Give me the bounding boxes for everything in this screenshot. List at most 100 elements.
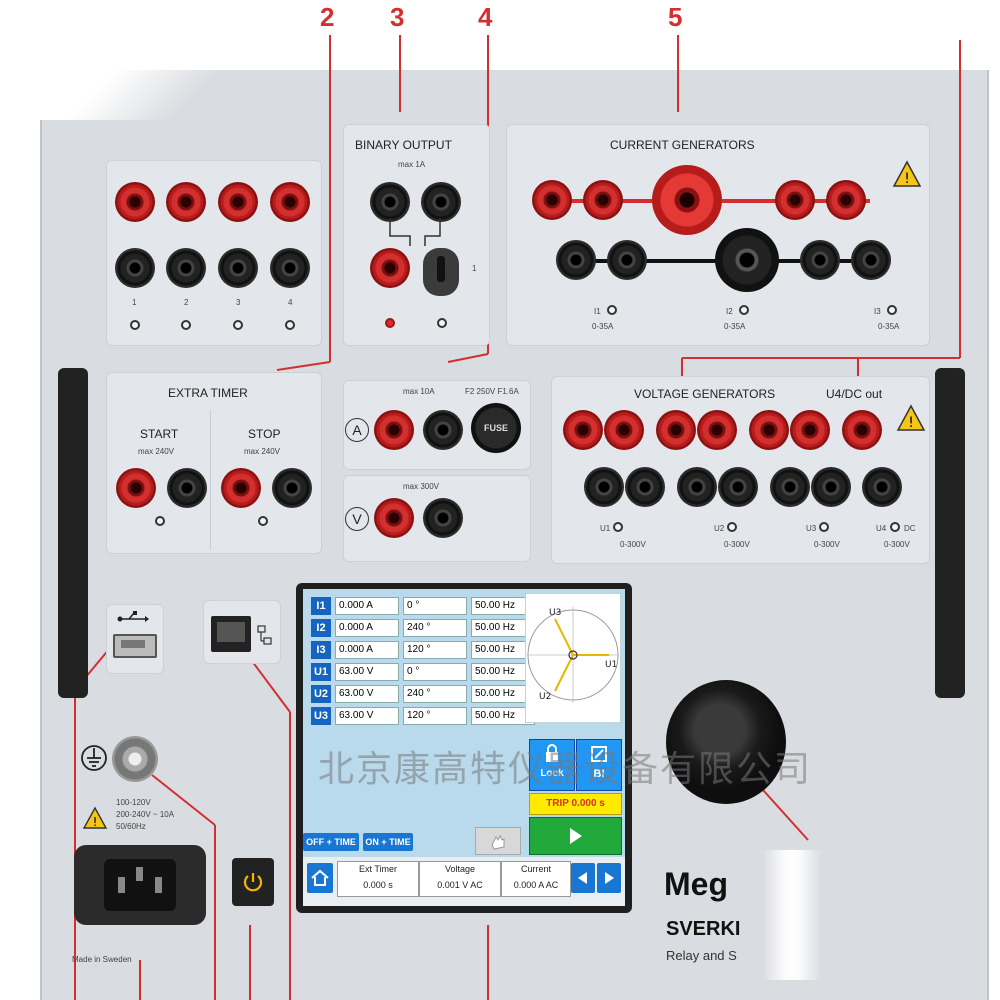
status-label: Current	[520, 864, 551, 874]
binary-input-2-black-jack[interactable]	[166, 248, 206, 288]
voltage-red-jack-2[interactable]	[604, 410, 644, 450]
voltage-black-jack-3[interactable]	[677, 467, 717, 507]
extra-timer-start-red-jack[interactable]	[116, 468, 156, 508]
power-rating-line1: 100-120V	[116, 798, 151, 807]
extra-timer-stop-label: STOP	[248, 427, 281, 441]
extra-timer-stop-black-jack[interactable]	[272, 468, 312, 508]
voltage-black-jack-2[interactable]	[625, 467, 665, 507]
binary-output-jack-2[interactable]	[421, 182, 461, 222]
binary-output-jack-3[interactable]	[370, 248, 410, 288]
current-status: Current 0.000 A AC	[501, 861, 571, 897]
voltage-red-jack-4[interactable]	[697, 410, 737, 450]
binary-input-4-black-jack[interactable]	[270, 248, 310, 288]
status-label: Ext Timer	[358, 864, 397, 874]
binary-input-2-red-jack[interactable]	[166, 182, 206, 222]
voltage-red-jack-6[interactable]	[790, 410, 830, 450]
extra-timer-start-black-jack[interactable]	[167, 468, 207, 508]
binary-input-4-red-jack[interactable]	[270, 182, 310, 222]
binary-input-1-red-jack[interactable]	[115, 182, 155, 222]
voltage-black-jack-5[interactable]	[770, 467, 810, 507]
current-combined-red-terminal[interactable]	[652, 165, 722, 235]
home-button[interactable]	[307, 863, 333, 893]
binary-output-toggle-switch[interactable]	[423, 248, 459, 296]
usb-port[interactable]	[113, 634, 157, 658]
current-i2-range: 0-35A	[724, 322, 746, 331]
current-i2-red-jack[interactable]	[583, 180, 623, 220]
amplitude-field[interactable]: 0.000 A	[335, 619, 399, 637]
binary-input-3-red-jack[interactable]	[218, 182, 258, 222]
ammeter-max: max 10A	[403, 387, 435, 396]
phase-field[interactable]: 0 °	[403, 663, 467, 681]
nav-left-button[interactable]	[571, 863, 595, 893]
extra-timer-stop-red-jack[interactable]	[221, 468, 261, 508]
extra-timer-start-sub: max 240V	[138, 447, 175, 456]
phase-field[interactable]: 0 °	[403, 597, 467, 615]
ammeter-red-jack[interactable]	[374, 410, 414, 450]
power-button[interactable]	[232, 858, 274, 906]
current-i3-black-jack[interactable]	[800, 240, 840, 280]
amplitude-field[interactable]: 63.00 V	[335, 707, 399, 725]
voltage-black-jack-6[interactable]	[811, 467, 851, 507]
binary-output-title: BINARY OUTPUT	[355, 138, 452, 152]
current-aux-red-jack[interactable]	[826, 180, 866, 220]
channel-id: I2	[311, 619, 331, 637]
touch-display[interactable]: I1 0.000 A 0 ° 50.00 Hz I2 0.000 A 240 °…	[303, 589, 625, 906]
binary-output-jack-1[interactable]	[370, 182, 410, 222]
frequency-field[interactable]: 50.00 Hz	[471, 619, 535, 637]
on-time-button[interactable]: ON + TIME	[363, 833, 413, 851]
phase-field[interactable]: 240 °	[403, 619, 467, 637]
fuse-holder[interactable]: FUSE	[471, 403, 521, 453]
voltage-black-jack-7[interactable]	[862, 467, 902, 507]
current-combined-black-terminal[interactable]	[715, 228, 779, 292]
phase-field[interactable]: 120 °	[403, 641, 467, 659]
ext-timer-status: Ext Timer 0.000 s	[337, 861, 419, 897]
nav-right-button[interactable]	[597, 863, 621, 893]
ethernet-port[interactable]	[211, 616, 251, 652]
lock-button[interactable]: Lock	[529, 739, 575, 791]
phase-field[interactable]: 120 °	[403, 707, 467, 725]
hand-icon	[491, 834, 505, 850]
binary-input-button[interactable]: BI	[576, 739, 622, 791]
amplitude-field[interactable]: 63.00 V	[335, 663, 399, 681]
ammeter-black-jack[interactable]	[423, 410, 463, 450]
hand-button[interactable]	[475, 827, 521, 855]
off-time-button[interactable]: OFF + TIME	[303, 833, 359, 851]
binary-input-3-black-jack[interactable]	[218, 248, 258, 288]
frequency-field[interactable]: 50.00 Hz	[471, 641, 535, 659]
binary-input-label: 4	[288, 298, 293, 307]
status-value: 0.000 A AC	[513, 880, 559, 890]
current-i3-red-jack[interactable]	[775, 180, 815, 220]
phase-field[interactable]: 240 °	[403, 685, 467, 703]
current-aux-black-jack[interactable]	[851, 240, 891, 280]
binary-input-1-black-jack[interactable]	[115, 248, 155, 288]
inlet-pin	[136, 867, 143, 881]
start-button[interactable]	[529, 817, 622, 855]
amplitude-field[interactable]: 0.000 A	[335, 597, 399, 615]
control-knob[interactable]	[666, 680, 786, 804]
current-i2-black-jack[interactable]	[607, 240, 647, 280]
usb-icon	[117, 611, 149, 622]
voltmeter-black-jack[interactable]	[423, 498, 463, 538]
power-rating-line2: 200-240V ~ 10A	[116, 810, 175, 819]
lock-label: Lock	[540, 768, 564, 779]
voltage-red-jack-5[interactable]	[749, 410, 789, 450]
voltage-red-jack-3[interactable]	[656, 410, 696, 450]
voltage-u4-led	[890, 522, 900, 532]
ground-terminal-wingnut[interactable]	[112, 736, 158, 782]
power-inlet-socket	[104, 859, 176, 911]
frequency-field[interactable]: 50.00 Hz	[471, 685, 535, 703]
current-i1-red-jack[interactable]	[532, 180, 572, 220]
voltmeter-red-jack[interactable]	[374, 498, 414, 538]
current-i1-black-jack[interactable]	[556, 240, 596, 280]
amplitude-field[interactable]: 63.00 V	[335, 685, 399, 703]
voltage-red-jack-1[interactable]	[563, 410, 603, 450]
voltage-black-jack-4[interactable]	[718, 467, 758, 507]
frequency-field[interactable]: 50.00 Hz	[471, 663, 535, 681]
voltage-red-jack-7[interactable]	[842, 410, 882, 450]
inlet-pin	[155, 877, 162, 893]
binary-input-label: 1	[132, 298, 137, 307]
lock-icon	[546, 744, 558, 762]
power-inlet[interactable]	[74, 845, 206, 925]
voltage-black-jack-1[interactable]	[584, 467, 624, 507]
amplitude-field[interactable]: 0.000 A	[335, 641, 399, 659]
